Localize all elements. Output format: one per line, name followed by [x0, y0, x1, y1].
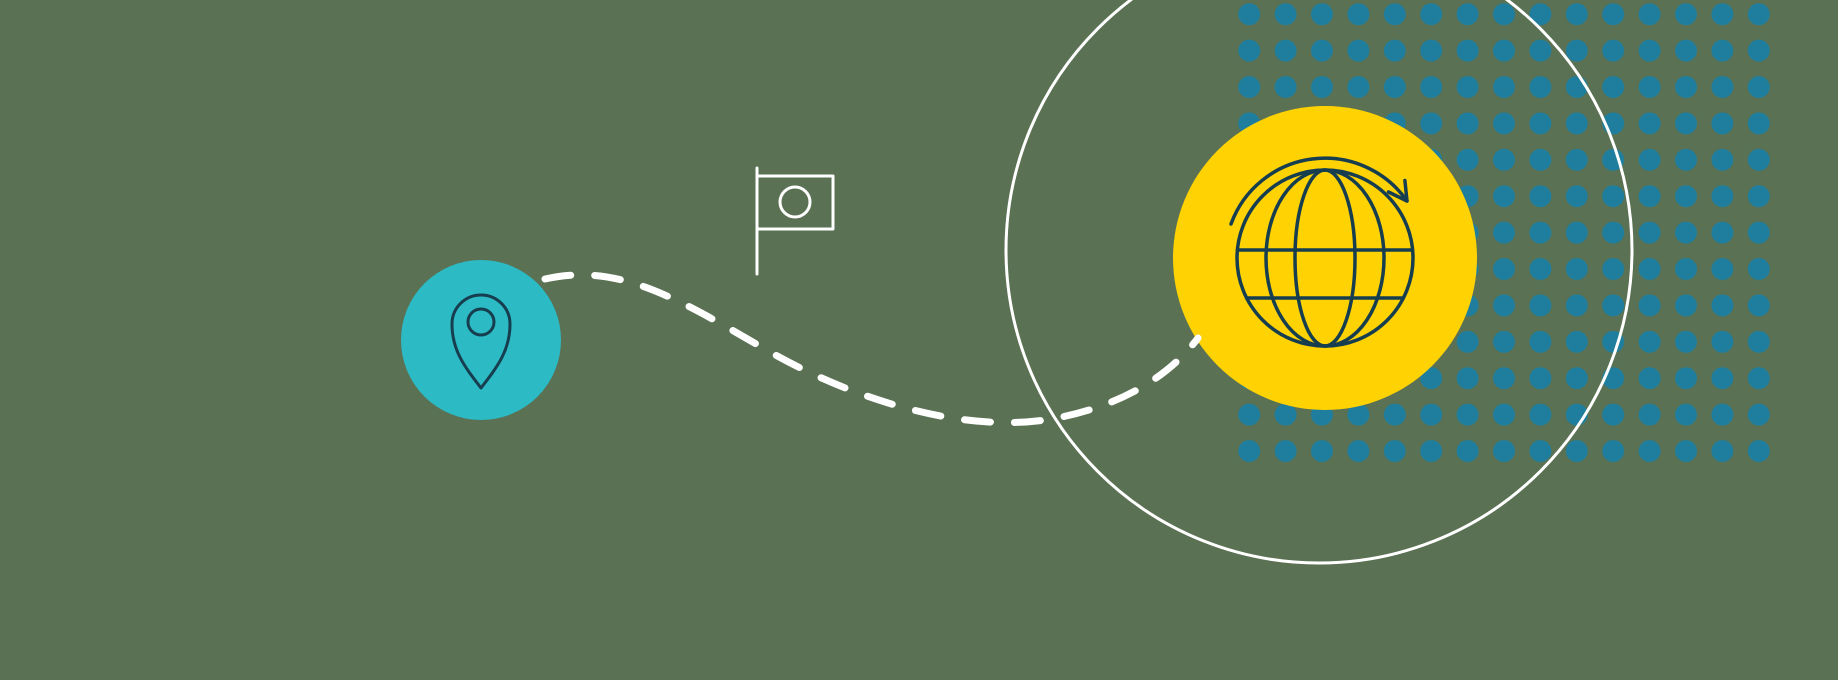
- flag-icon: [755, 166, 835, 276]
- rotation-arrow-icon: [1229, 156, 1409, 226]
- rotation-arrow-head: [1386, 178, 1409, 203]
- globe-icon: [1229, 156, 1415, 348]
- dashed-route-path: [541, 271, 1202, 426]
- location-pin-icon: [450, 293, 512, 390]
- globe-meridian-outer: [1264, 168, 1386, 348]
- flag-banner: [755, 174, 835, 231]
- location-circle: [401, 260, 561, 420]
- outline-circle: [1004, 0, 1634, 565]
- globe-background-circle: [1173, 106, 1477, 410]
- pin-outline: [450, 293, 512, 390]
- pin-inner-circle: [466, 307, 496, 337]
- flag-circle: [778, 185, 812, 219]
